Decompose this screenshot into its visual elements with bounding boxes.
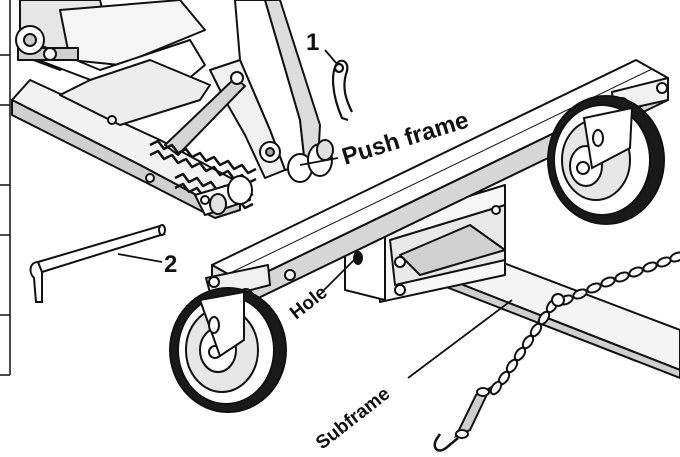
cutoff-border [0, 0, 11, 376]
hole-leader [321, 257, 357, 293]
callout-2-leader [117, 253, 163, 263]
subframe-leader [407, 299, 513, 379]
left-caster-wheel [169, 287, 287, 413]
callout-2-label: 2 [164, 251, 177, 278]
callout-1-label: 1 [306, 29, 319, 56]
tie-down-chain [433, 251, 680, 452]
hairpin-cotter-pin-icon [332, 59, 353, 122]
chain-upper-run [558, 251, 680, 306]
subframe-label: Subframe [312, 383, 394, 454]
chain-hook [433, 433, 459, 452]
right-caster-wheel [547, 95, 665, 225]
callout-1-leader [324, 49, 338, 65]
push-frame-machine [0, 0, 334, 376]
clevis-pin-icon [29, 224, 166, 303]
push-frame-leader [299, 157, 339, 166]
